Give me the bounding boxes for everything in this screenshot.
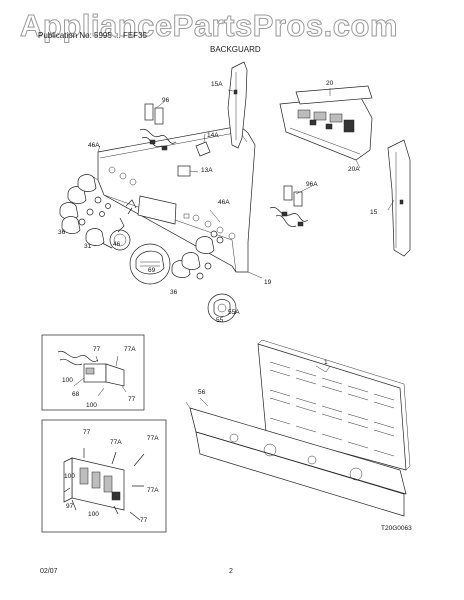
inset1-callout-100a: 100 [62, 377, 73, 384]
publication-line: Publication No: 5995 ... FEF35 [38, 31, 147, 40]
back-panel-1 [257, 339, 411, 471]
inset-box-1 [41, 334, 145, 411]
callout-55a: 55A [228, 309, 240, 316]
wire-harness-96 [139, 103, 177, 151]
knob-46 [95, 229, 131, 251]
callout-31: 31 [84, 243, 92, 250]
inset2-callout-100b: 100 [88, 511, 99, 518]
callout-36-left: 36 [58, 229, 66, 236]
end-bracket-15a [227, 61, 248, 149]
callout-36-bottom: 36 [170, 289, 178, 296]
section-title: BACKGUARD [210, 45, 261, 54]
watermark-text: AppliancePartsPros.com [20, 8, 398, 44]
callout-69: 69 [148, 267, 156, 274]
callout-1: 1 [324, 359, 328, 366]
inset2-callout-77a-b: 77A [147, 435, 159, 442]
callout-14a: 14A [207, 132, 219, 139]
inset2-callout-77a-c: 77A [147, 487, 159, 494]
knobs-36-right [171, 230, 224, 280]
inset1-callout-77: 77 [93, 346, 101, 353]
inset2-callout-77b: 77 [140, 517, 148, 524]
knobs-36-left [59, 174, 111, 234]
callout-19: 19 [264, 279, 272, 286]
bottom-panel-56 [185, 401, 407, 517]
knob-31 [85, 228, 105, 246]
knob-69-circle [129, 243, 171, 285]
callout-13a: 13A [201, 167, 213, 174]
callout-55: 55 [216, 317, 224, 324]
inset1-callout-68: 68 [72, 391, 80, 398]
inset-box-2 [41, 419, 167, 533]
knob-55 [207, 293, 237, 323]
wire-harness-96a [269, 185, 309, 227]
inset2-callout-77: 77 [83, 429, 91, 436]
switch-13a [177, 165, 199, 177]
callout-20a: 20A [348, 166, 360, 173]
callout-56: 56 [198, 389, 206, 396]
inset2-callout-97: 97 [66, 503, 74, 510]
callout-15: 15 [370, 209, 378, 216]
callout-96a: 96A [306, 181, 318, 188]
inset2-callout-77a-a: 77A [110, 439, 122, 446]
inset1-callout-77a: 77A [124, 346, 136, 353]
diagram-code: T20G0063 [381, 525, 412, 532]
footer-page-number: 2 [229, 568, 233, 575]
footer-date: 02/07 [40, 568, 58, 575]
callout-96-top: 96 [162, 97, 170, 104]
callout-20: 20 [326, 80, 334, 87]
inset1-callout-100b: 100 [86, 402, 97, 409]
inset1-callout-77b: 77 [128, 396, 136, 403]
end-bracket-15 [387, 139, 411, 257]
callout-46a-right: 46A [218, 199, 230, 206]
control-board-20 [279, 85, 373, 161]
inset2-callout-100a: 100 [64, 473, 75, 480]
terminal-14a [195, 133, 211, 157]
callout-46: 46 [113, 241, 121, 248]
callout-15a: 15A [211, 81, 223, 88]
callout-46a-left: 46A [88, 142, 100, 149]
